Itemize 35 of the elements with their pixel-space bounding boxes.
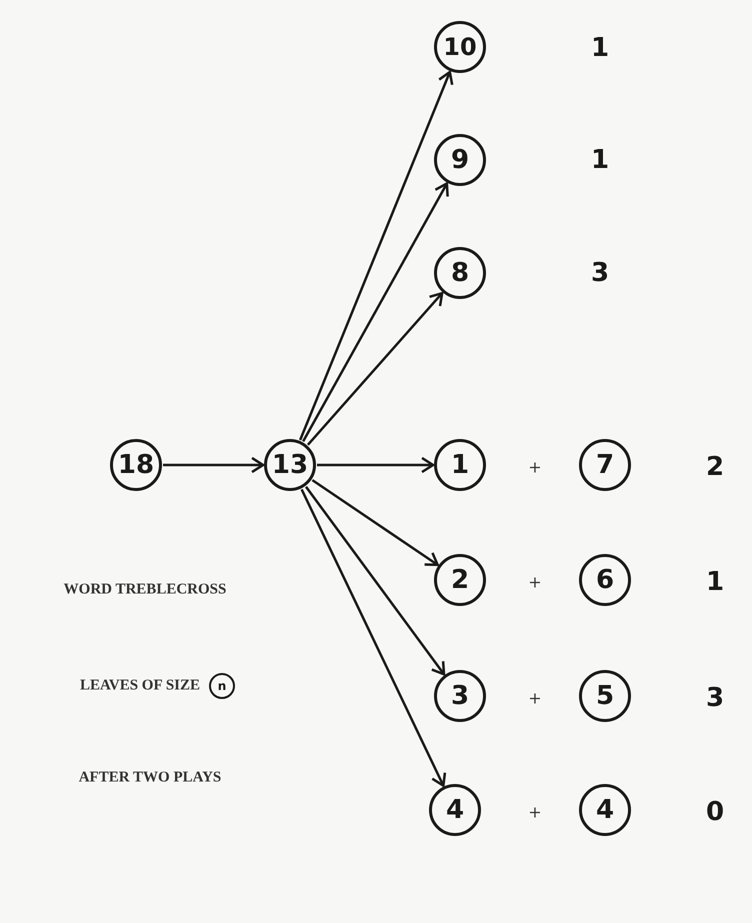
number-circle: n (209, 673, 235, 699)
number-circle: 3 (434, 670, 486, 722)
number-circle: 8 (434, 247, 486, 299)
arrow (300, 488, 446, 787)
caption-text: LEAVES OF SIZE (80, 678, 200, 694)
arrow (306, 292, 444, 446)
number-circle: 10 (434, 21, 486, 73)
count-value: 0 (706, 797, 724, 827)
number-circle: 4 (579, 784, 631, 836)
caption-text: WORD TREBLECROSS (64, 582, 226, 598)
number-circle: 13 (264, 439, 316, 491)
number-circle: 1 (434, 439, 486, 491)
count-value: 1 (590, 33, 610, 63)
arrow (302, 182, 449, 442)
arrow (305, 486, 446, 676)
number-circle: 4 (429, 784, 481, 836)
arrow (163, 456, 264, 474)
caption-text: AFTER TWO PLAYS (78, 770, 222, 786)
number-circle: 2 (434, 554, 486, 606)
number-circle: 6 (579, 554, 631, 606)
number-circle: 9 (434, 134, 486, 186)
count-value: 1 (706, 567, 724, 597)
arrow (299, 70, 454, 440)
count-value: 3 (590, 258, 610, 288)
plus-sign: + (528, 572, 542, 592)
number-circle: 5 (579, 670, 631, 722)
arrow (312, 479, 439, 566)
count-value: 3 (706, 683, 724, 713)
count-value: 2 (706, 452, 724, 482)
count-value: 1 (590, 145, 610, 175)
plus-sign: + (528, 688, 542, 708)
number-circle: 18 (110, 439, 162, 491)
plus-sign: + (528, 802, 542, 822)
plus-sign: + (528, 458, 542, 476)
number-circle: 7 (579, 439, 631, 491)
